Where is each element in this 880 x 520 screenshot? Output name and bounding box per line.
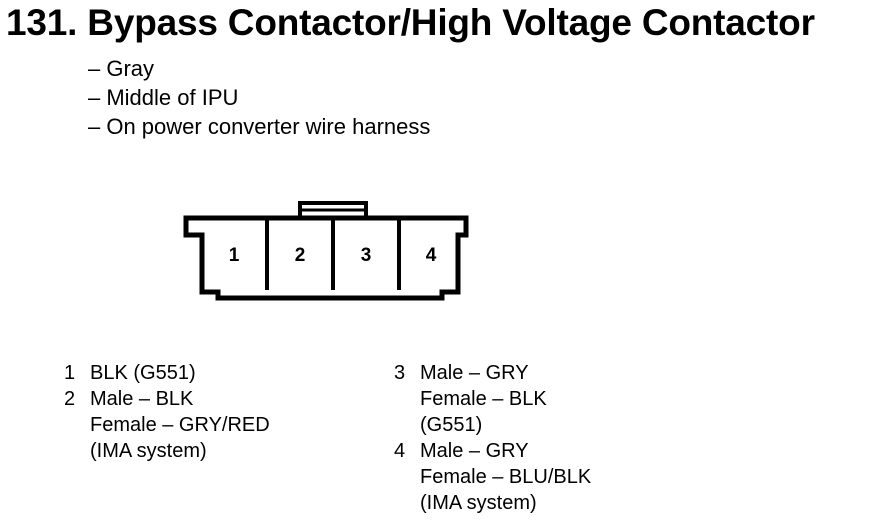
detail-harness: – On power converter wire harness [88,114,431,139]
terminal-label-3: 3 [361,245,372,266]
pin-description: (IMA system) [420,492,537,514]
pin-number: 3 [394,362,406,384]
pin-list-left: 1 BLK (G551) 2 Male – BLK Female – GRY/R… [64,360,270,464]
detail-color: – Gray [88,56,155,81]
pin-description: Female – BLU/BLK [420,466,592,488]
terminal-label-1: 1 [229,245,240,266]
pin-4-entry: 4 Male – GRY Female – BLU/BLK (IMA syste… [394,438,591,516]
pin-description: Male – BLK [90,388,194,410]
pin-description: (G551) [420,414,483,436]
pin-description: Female – GRY/RED [90,414,270,436]
pin-description: Male – GRY [420,362,529,384]
connector-details: – Gray – Middle of IPU – On power conver… [88,54,430,141]
terminal-label-4: 4 [426,245,437,266]
connector-housing [183,215,469,301]
pin-number: 1 [64,362,76,384]
detail-location: – Middle of IPU [88,85,239,110]
pin-description: Female – BLK [420,388,547,410]
pin-2-entry: 2 Male – BLK Female – GRY/RED (IMA syste… [64,386,270,464]
pin-description: Male – GRY [420,440,529,462]
pin-number: 4 [394,440,406,462]
pin-list-right: 3 Male – GRY Female – BLK (G551) 4 Male … [394,360,591,516]
pin-description: BLK (G551) [90,362,196,384]
pin-description: (IMA system) [90,440,207,462]
terminal-label-2: 2 [295,245,306,266]
page-title: 131. Bypass Contactor/High Voltage Conta… [6,2,815,43]
pin-number: 2 [64,388,76,410]
pin-3-entry: 3 Male – GRY Female – BLK (G551) [394,360,591,438]
pin-1-entry: 1 BLK (G551) [64,360,270,386]
